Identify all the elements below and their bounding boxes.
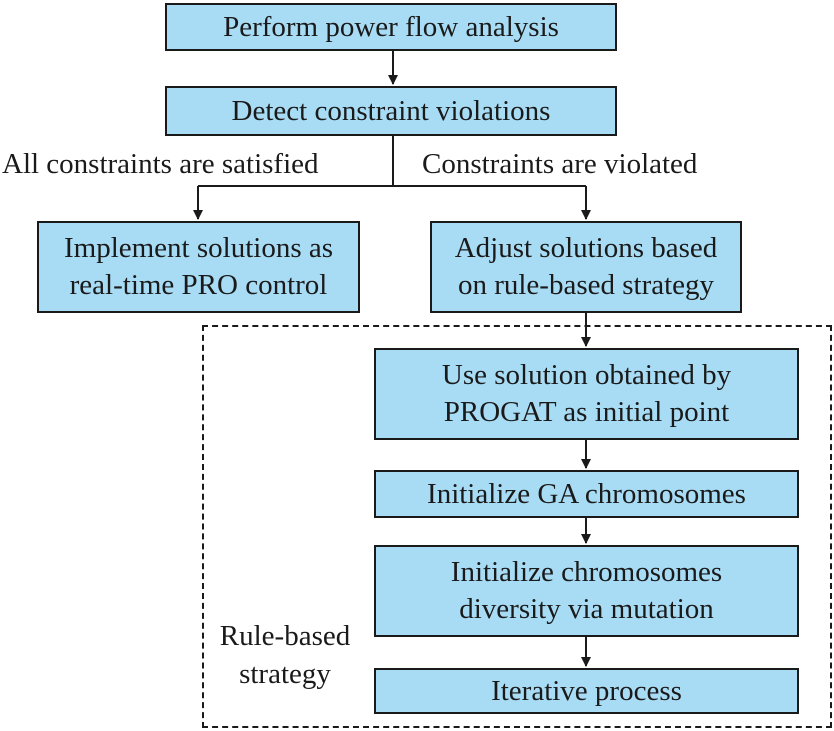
rule-based-strategy-region (202, 325, 832, 728)
branch-label-violated: Constraints are violated (422, 148, 698, 180)
node-text-line: Perform power flow analysis (223, 10, 559, 43)
region-label-line: Rule-based (219, 620, 351, 652)
node-use-solution-initial-point: Use solution obtained by PROGAT as initi… (374, 348, 799, 440)
node-text-line: PROGAT as initial point (443, 396, 730, 428)
node-text-line: Initialize chromosomes (450, 556, 723, 588)
node-text-line: Adjust solutions based (454, 232, 718, 264)
node-text-line: Detect constraint violations (231, 94, 551, 127)
region-label-rule-based-strategy: Rule-based strategy (205, 617, 365, 693)
region-label-line: strategy (239, 658, 331, 690)
node-perform-power-flow-analysis: Perform power flow analysis (165, 3, 617, 51)
node-adjust-solutions: Adjust solutions based on rule-based str… (430, 221, 742, 313)
node-text-line: diversity via mutation (459, 593, 714, 625)
node-text-line: Use solution obtained by (441, 359, 732, 391)
node-initialize-diversity-mutation: Initialize chromosomes diversity via mut… (374, 545, 799, 637)
node-text-line: Implement solutions as (63, 232, 334, 264)
node-text-line: real-time PRO control (69, 269, 328, 301)
node-detect-constraint-violations: Detect constraint violations (165, 86, 617, 136)
node-initialize-ga-chromosomes: Initialize GA chromosomes (374, 470, 799, 518)
node-implement-solutions: Implement solutions as real-time PRO con… (37, 221, 360, 313)
node-text-line: Initialize GA chromosomes (427, 477, 746, 510)
branch-label-satisfied: All constraints are satisfied (2, 148, 319, 180)
node-text-line: Iterative process (491, 674, 682, 707)
node-text-line: on rule-based strategy (457, 269, 715, 301)
node-iterative-process: Iterative process (374, 668, 799, 714)
